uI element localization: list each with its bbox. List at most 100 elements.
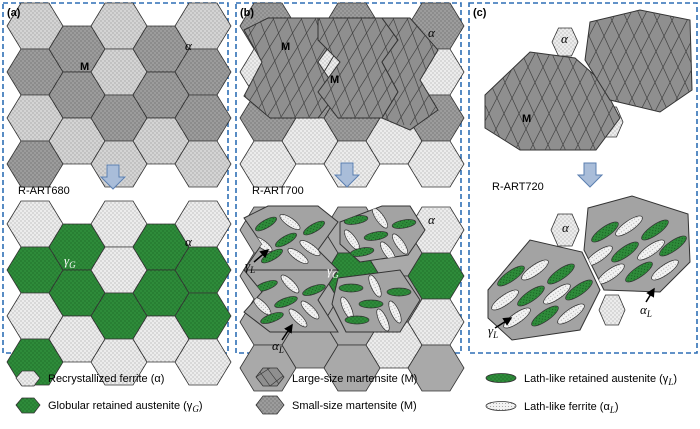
phase-label-c-martensite: M	[522, 113, 531, 125]
martensite-lath-line	[349, 18, 398, 118]
panel-b-before-grains	[239, 2, 465, 188]
legend-swatch-small-martensite	[255, 395, 285, 415]
martensite-lath-line	[285, 18, 327, 118]
process-arrow-b	[333, 162, 361, 188]
lath-grain	[287, 248, 309, 264]
grain-lath-group	[491, 259, 593, 329]
lath-grain	[344, 315, 370, 325]
grain-lath-group	[343, 207, 417, 262]
process-label-a: R-ART680	[18, 185, 70, 197]
martensite-lath-line	[499, 52, 571, 150]
lath-grain	[368, 274, 382, 298]
pointer-b-austenite	[253, 249, 270, 263]
legend-text-small-martensite: Small-size martensite (M)	[292, 400, 417, 412]
martensite-lath-line	[529, 52, 601, 150]
lath-grain	[651, 259, 679, 281]
martensite-lath-line	[271, 18, 313, 118]
legend-text-globular-austenite: Globular retained austenite (γG)	[48, 400, 202, 414]
legend-swatch-lath-austenite	[485, 373, 517, 383]
lath-grain	[376, 308, 390, 332]
panel-label-c: (c)	[473, 7, 487, 19]
martensite-lath-line	[363, 18, 398, 118]
lath-grain	[637, 239, 665, 261]
martensite-lath-line	[303, 18, 338, 118]
lath-grain	[615, 215, 643, 237]
process-label-b: R-ART700	[252, 185, 304, 197]
legend-text-recrystallized-ferrite: Recrystallized ferrite (α)	[48, 373, 164, 385]
lath-grain	[531, 305, 559, 327]
lath-grain	[497, 265, 525, 287]
phase-label-b-martensite-2: M	[330, 74, 339, 86]
lath-grain	[517, 285, 545, 307]
lath-grain	[302, 284, 326, 296]
panel-b-after-grains	[239, 205, 465, 392]
phase-label-b2-ferrite: α	[428, 212, 436, 227]
pointer-c-austenite	[494, 317, 513, 329]
martensite-lath-line	[485, 52, 556, 150]
phase-label-c-ferrite: α	[561, 31, 569, 46]
panel-label-a: (a)	[7, 7, 21, 19]
lath-grain	[299, 240, 321, 256]
martensite-lath-line	[382, 18, 438, 126]
lath-grain	[565, 279, 593, 301]
lath-grain	[641, 219, 669, 241]
phase-label-a2-ferrite: α	[185, 234, 193, 249]
martensite-lath-line	[405, 18, 438, 126]
grain-lath-group	[318, 18, 398, 118]
grain-hex	[174, 140, 232, 188]
martensite-lath-line	[585, 10, 621, 112]
martensite-lath-line	[318, 18, 359, 118]
phase-label-b-ferrite: α	[428, 25, 436, 40]
legend-swatch-large-martensite	[255, 367, 285, 387]
martensite-lath-line	[391, 18, 433, 126]
lath-grain	[591, 221, 619, 243]
martensite-lath-line	[331, 18, 373, 118]
phase-label-b-lath-ferrite: αL	[272, 338, 284, 355]
legend-swatch-lath-ferrite	[485, 401, 517, 411]
phase-label-a-globular-austenite: γG	[64, 253, 76, 270]
martensite-lath-line	[485, 52, 541, 150]
phase-label-b-globular-austenite: γG	[327, 263, 339, 280]
phase-label-a-ferrite: α	[185, 38, 193, 53]
lath-grain	[386, 287, 412, 297]
grain-lath-group	[252, 274, 326, 328]
martensite-lath-line	[649, 10, 692, 112]
lath-grain	[274, 296, 298, 308]
large-martensite-grain	[484, 51, 621, 151]
pointer-b-ferrite	[281, 323, 293, 341]
lath-grain	[280, 274, 300, 294]
legend-swatch-recrystallized-ferrite	[15, 370, 41, 387]
lath-grain	[547, 263, 575, 285]
phase-label-b-martensite-1: M	[281, 41, 290, 53]
lath-grain	[338, 283, 364, 293]
lath-grain	[261, 248, 283, 264]
lath-grain	[659, 235, 687, 257]
grain-lath-group	[585, 10, 692, 112]
lath-grain	[625, 261, 653, 283]
martensite-lath-line	[664, 10, 692, 112]
grain-hex	[174, 338, 232, 386]
martensite-lath-line	[544, 52, 616, 150]
lath-grain	[391, 219, 417, 229]
grain-lath-group	[585, 215, 687, 285]
phase-label-b-lath-austenite: γL	[245, 258, 255, 275]
martensite-lath-line	[604, 10, 676, 112]
lath-grain	[275, 232, 297, 248]
panel-c-after-grains	[487, 195, 691, 341]
martensite-lath-line	[244, 18, 285, 118]
panel-a-before-grains	[6, 2, 232, 188]
lath-grain	[255, 216, 277, 232]
process-arrow-c	[576, 162, 604, 188]
martensite-lath-line	[345, 18, 387, 118]
lath-grain	[260, 312, 284, 324]
pointer-c-ferrite	[645, 287, 655, 303]
martensite-lath-line	[409, 18, 438, 126]
lath-grain	[521, 259, 549, 281]
grain-lath-group	[338, 274, 412, 332]
grain-hex	[407, 344, 465, 392]
legend-text-large-martensite: Large-size martensite (M)	[292, 373, 417, 385]
process-label-c: R-ART720	[492, 181, 544, 193]
lath-grain	[557, 303, 585, 325]
lath-grain	[491, 289, 519, 311]
